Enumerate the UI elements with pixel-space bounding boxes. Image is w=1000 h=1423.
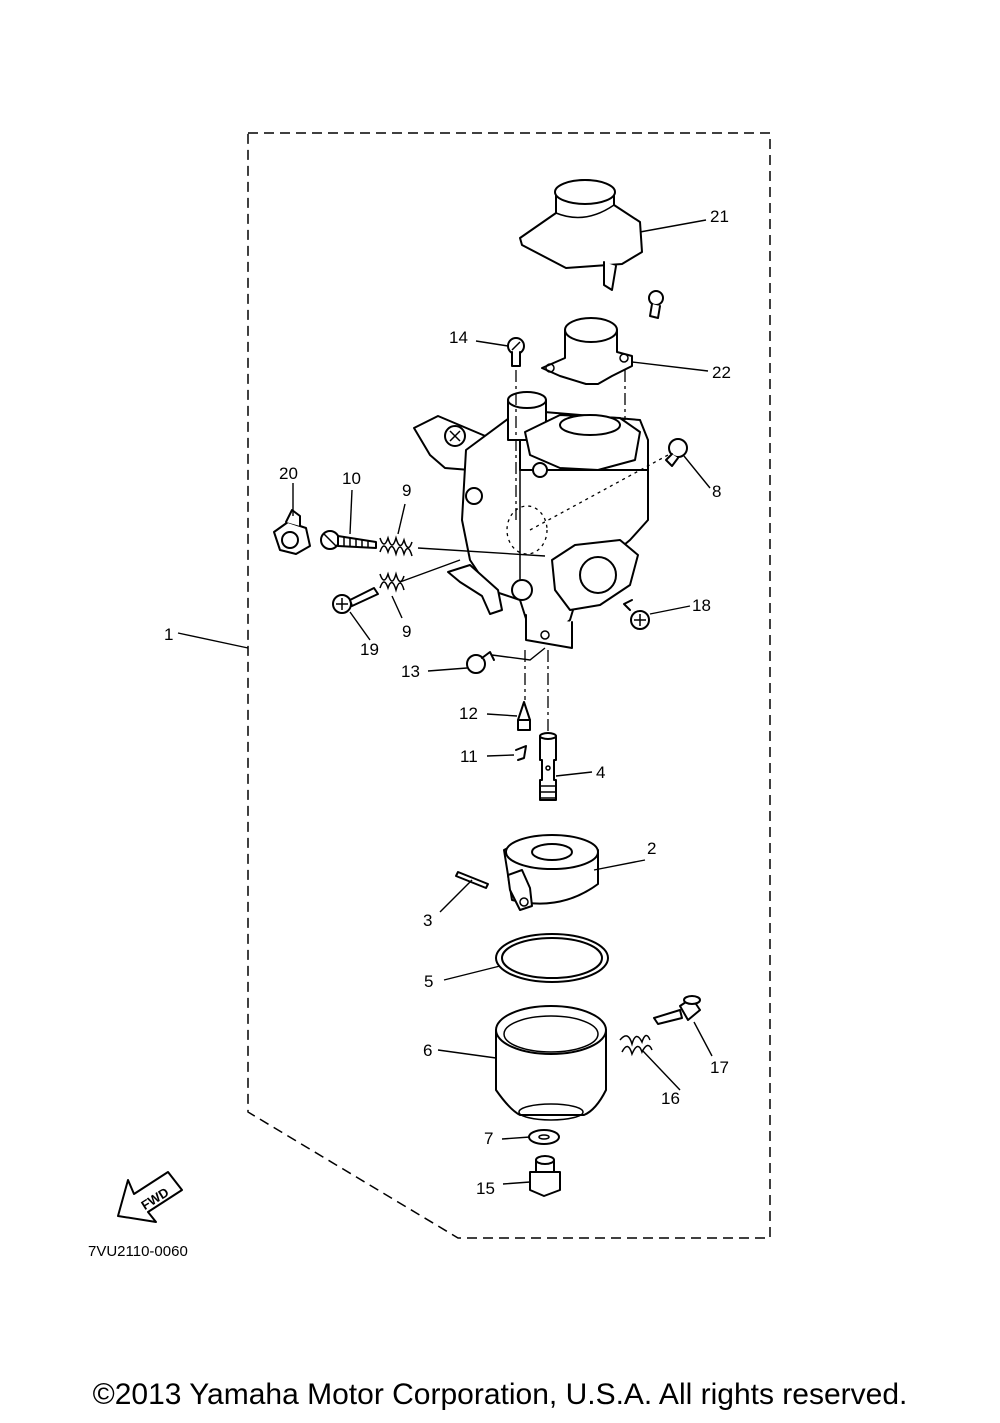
callout-10: 10 xyxy=(342,469,361,488)
callout-8: 8 xyxy=(712,482,721,501)
part-12-needle[interactable] xyxy=(517,701,531,731)
part-6-bowl[interactable] xyxy=(495,1005,607,1121)
callout-9-upper: 9 xyxy=(402,481,411,500)
part-20-cap[interactable] xyxy=(273,509,311,555)
callout-21: 21 xyxy=(710,207,729,226)
part-4-nozzle[interactable] xyxy=(539,732,557,801)
callout-6: 6 xyxy=(423,1041,432,1060)
adjust-axis-line-2 xyxy=(399,559,461,583)
part-13-screw[interactable] xyxy=(466,651,495,674)
part-2-float[interactable] xyxy=(503,834,599,911)
callout-16: 16 xyxy=(661,1089,680,1108)
callout-11: 11 xyxy=(460,747,478,766)
passage-indicator xyxy=(506,505,548,555)
diagram-code: 7VU2110-0060 xyxy=(88,1243,188,1260)
part-10-screw[interactable] xyxy=(320,530,377,550)
callout-labels: 1 2 3 4 5 6 7 8 9 9 10 11 12 13 14 15 16… xyxy=(164,207,731,1198)
part-9-spring-upper[interactable] xyxy=(379,535,413,557)
part-8-screw[interactable] xyxy=(665,438,688,467)
callout-15: 15 xyxy=(476,1179,495,1198)
part-16-spring[interactable] xyxy=(619,1034,653,1057)
callout-4: 4 xyxy=(596,763,605,782)
part-7-washer[interactable] xyxy=(528,1129,560,1145)
callout-18: 18 xyxy=(692,596,711,615)
callout-22: 22 xyxy=(712,363,731,382)
carburetor-body[interactable] xyxy=(413,391,649,649)
callout-12: 12 xyxy=(459,704,478,723)
callout-2: 2 xyxy=(647,839,656,858)
part-22-screw[interactable] xyxy=(648,290,664,319)
callout-5: 5 xyxy=(424,972,433,991)
assembly-boundary xyxy=(247,132,771,1239)
callout-1: 1 xyxy=(164,625,173,644)
callout-7: 7 xyxy=(484,1129,493,1148)
part-19-screw[interactable] xyxy=(332,587,379,614)
part-22-cap[interactable] xyxy=(541,317,633,385)
copyright-text: ©2013 Yamaha Motor Corporation, U.S.A. A… xyxy=(92,1378,908,1411)
adjust-axis-line xyxy=(417,547,546,557)
stem-bracket xyxy=(491,647,546,661)
part-18-screw[interactable] xyxy=(623,599,650,630)
part-14-screw[interactable] xyxy=(507,337,525,367)
callout-3: 3 xyxy=(423,911,432,930)
part-15-plug[interactable] xyxy=(529,1155,561,1197)
callout-19: 19 xyxy=(360,640,379,659)
callout-14: 14 xyxy=(449,328,468,347)
leader-lines xyxy=(177,219,713,1185)
fwd-arrow-icon: FWD xyxy=(117,1171,183,1223)
part-17-screw[interactable] xyxy=(653,995,701,1025)
part-21-cover[interactable] xyxy=(519,179,643,291)
passage-indicator-line xyxy=(529,454,669,531)
part-5-gasket[interactable] xyxy=(495,933,609,983)
callout-9-lower: 9 xyxy=(402,622,411,641)
callout-17: 17 xyxy=(710,1058,729,1077)
callout-20: 20 xyxy=(279,464,298,483)
callout-13: 13 xyxy=(401,662,420,681)
part-11-clip[interactable] xyxy=(515,745,527,761)
